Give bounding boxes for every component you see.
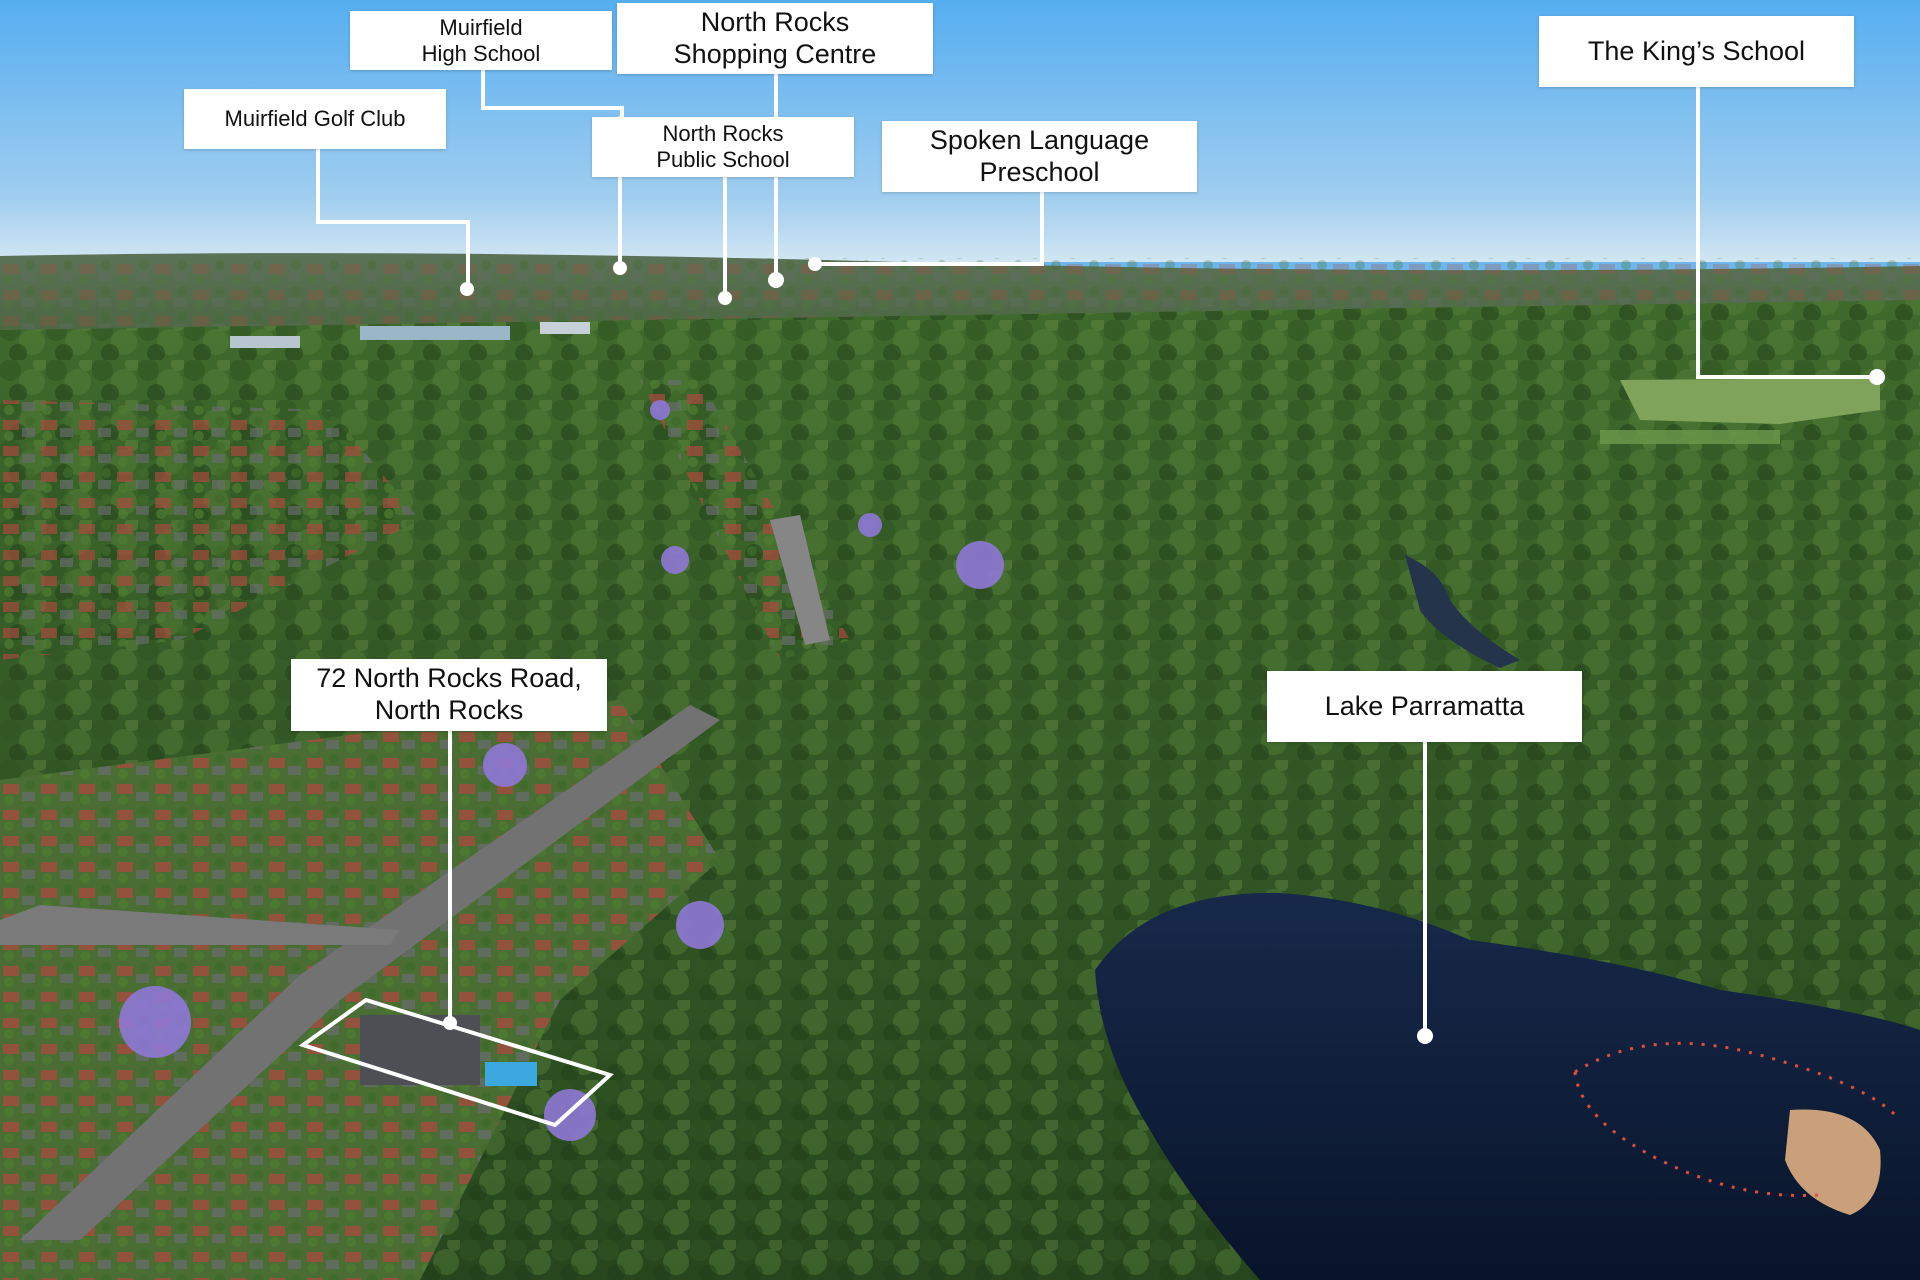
lake-parramatta <box>1095 892 1920 1280</box>
label-spoken-language-preschool: Spoken Language Preschool <box>882 121 1197 192</box>
property-boundary <box>298 997 614 1128</box>
creek <box>1405 555 1520 668</box>
side-street <box>0 905 400 945</box>
label-the-kings-school: The King’s School <box>1539 16 1854 87</box>
label-muirfield-high-school: Muirfield High School <box>350 11 612 70</box>
label-muirfield-golf-club: Muirfield Golf Club <box>184 89 446 149</box>
leader-dots <box>443 257 1885 1044</box>
label-property-address: 72 North Rocks Road, North Rocks <box>291 659 607 731</box>
label-north-rocks-public-school: North Rocks Public School <box>592 117 854 177</box>
distant-building <box>360 326 510 340</box>
label-text: Lake Parramatta <box>1324 690 1525 721</box>
beach <box>1785 1109 1881 1215</box>
label-north-rocks-shopping-centre: North Rocks Shopping Centre <box>617 3 933 74</box>
label-text: The King’s School <box>1587 35 1806 66</box>
label-text: Muirfield High School <box>421 14 541 66</box>
jacaranda-trees <box>119 400 1004 1141</box>
pool <box>485 1062 537 1086</box>
swim-buoy-line <box>1573 1041 1902 1198</box>
sports-field <box>1620 378 1880 424</box>
label-text: 72 North Rocks Road, North Rocks <box>316 663 582 725</box>
label-lake-parramatta: Lake Parramatta <box>1267 671 1582 742</box>
street-north <box>770 515 830 645</box>
property-house <box>360 1015 480 1085</box>
label-text: North Rocks Shopping Centre <box>673 6 877 69</box>
suburb-north <box>0 400 420 660</box>
label-text: Spoken Language Preschool <box>929 124 1150 187</box>
north-rocks-road <box>20 705 720 1240</box>
label-text: North Rocks Public School <box>656 121 790 172</box>
label-text: Muirfield Golf Club <box>224 106 406 132</box>
